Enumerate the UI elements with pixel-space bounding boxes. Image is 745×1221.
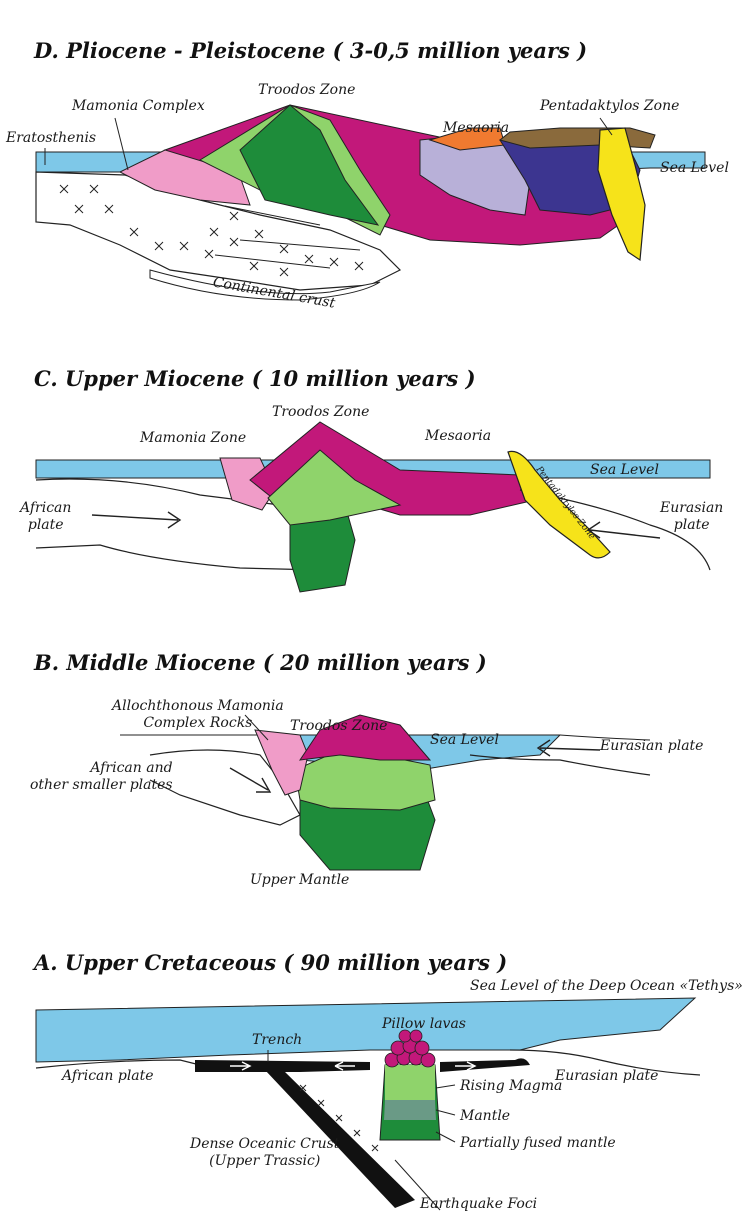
label-pillow-lavas: Pillow lavas bbox=[382, 1016, 466, 1033]
label-troodos: Troodos Zone bbox=[272, 404, 369, 421]
label-earthquake-foci: Earthquake Foci bbox=[420, 1196, 537, 1213]
cross-section-a bbox=[0, 910, 745, 1221]
label-eratosthenis: Eratosthenis bbox=[6, 130, 96, 147]
rising-magma-zone bbox=[385, 1065, 435, 1100]
label-sea-level-tethys: Sea Level of the Deep Ocean «Tethys» bbox=[470, 978, 743, 995]
label-african: African plate bbox=[20, 500, 71, 534]
label-sea-level: Sea Level bbox=[430, 732, 499, 749]
panel-c: C. Upper Miocene ( 10 million years ) Tr… bbox=[0, 330, 745, 620]
label-mamonia: Mamonia Zone bbox=[140, 430, 246, 447]
label-sea-level: Sea Level bbox=[590, 462, 659, 479]
eurasian-plate-edge bbox=[470, 755, 650, 775]
label-upper-mantle: Upper Mantle bbox=[250, 872, 349, 889]
label-african: African plate bbox=[62, 1068, 154, 1085]
label-eurasian: Eurasian plate bbox=[600, 738, 703, 755]
mantle-band bbox=[384, 1100, 436, 1120]
label-dense-crust: Dense Oceanic Crust (Upper Trassic) bbox=[190, 1136, 339, 1170]
label-troodos: Troodos Zone bbox=[258, 82, 355, 99]
label-eurasian: Eurasian plate bbox=[555, 1068, 658, 1085]
sea-layer bbox=[36, 998, 695, 1062]
label-troodos: Troodos Zone bbox=[290, 718, 387, 735]
panel-a: A. Upper Cretaceous ( 90 million years ) bbox=[0, 910, 745, 1221]
pentadaktylos-wedge bbox=[598, 128, 645, 260]
label-african: African and other smaller plates bbox=[30, 760, 173, 794]
label-mesaoria: Mesaoria bbox=[443, 120, 509, 137]
label-rising-magma: Rising Magma bbox=[460, 1078, 562, 1095]
label-mantle: Mantle bbox=[460, 1108, 510, 1125]
label-mesaoria: Mesaoria bbox=[425, 428, 491, 445]
cross-section-d bbox=[0, 0, 745, 330]
arrow-eurasian bbox=[538, 740, 600, 756]
label-pentadaktylos: Pentadaktylos Zone bbox=[540, 98, 679, 115]
label-partially-fused: Partially fused mantle bbox=[460, 1135, 616, 1152]
panel-b: B. Middle Miocene ( 20 million years ) A… bbox=[0, 620, 745, 910]
oceanic-crust-right bbox=[440, 1058, 530, 1072]
label-eurasian: Eurasian plate bbox=[660, 500, 723, 534]
label-allochthonous: Allochthonous Mamonia Complex Rocks bbox=[112, 698, 284, 732]
label-mamonia: Mamonia Complex bbox=[72, 98, 205, 115]
mantle-leaders bbox=[436, 1085, 455, 1142]
label-sea-level: Sea Level bbox=[660, 160, 729, 177]
label-trench: Trench bbox=[252, 1032, 302, 1049]
brown-layer bbox=[500, 128, 655, 148]
panel-d: D. Pliocene - Pleistocene ( 3-0,5 millio… bbox=[0, 0, 745, 330]
